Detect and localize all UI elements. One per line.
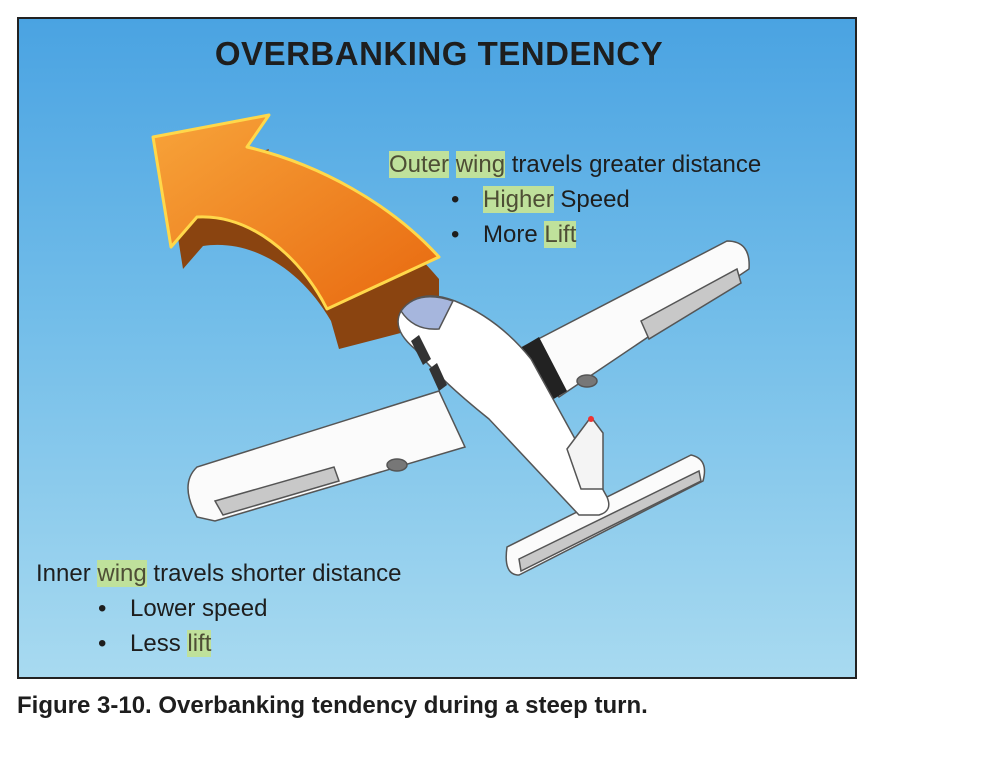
figure-caption: Figure 3-10. Overbanking tendency during… xyxy=(17,692,648,719)
bullet-dot-icon: • xyxy=(98,630,107,657)
outer-word: Outer xyxy=(389,151,450,178)
figure-panel: OVERBANKING TENDENCY Outer wing travels … xyxy=(17,17,857,679)
bullet-lower-speed: •Lower speed xyxy=(36,591,402,626)
bullet-more-lift: •More Lift xyxy=(389,217,761,252)
bullet-less-lift: •Less lift xyxy=(36,626,402,661)
illustration xyxy=(151,113,750,576)
turn-direction-arrow-icon xyxy=(151,113,441,349)
outer-wing-note: Outer wing travels greater distance •Hig… xyxy=(389,147,761,252)
inner-wing-note: Inner wing travels shorter distance •Low… xyxy=(36,556,402,661)
bullet-dot-icon: • xyxy=(451,186,460,213)
bullet-higher-speed: •Higher Speed xyxy=(389,182,761,217)
inner-wing-heading: Inner wing travels shorter distance xyxy=(36,560,402,587)
figure-title: OVERBANKING TENDENCY xyxy=(214,35,664,72)
wing-word: wing xyxy=(455,151,506,178)
bullet-dot-icon: • xyxy=(98,595,107,622)
bullet-dot-icon: • xyxy=(451,221,460,248)
airplane-icon xyxy=(187,240,750,576)
wing-word: wing xyxy=(97,560,147,587)
outer-wing-heading: Outer wing travels greater distance xyxy=(389,151,762,178)
